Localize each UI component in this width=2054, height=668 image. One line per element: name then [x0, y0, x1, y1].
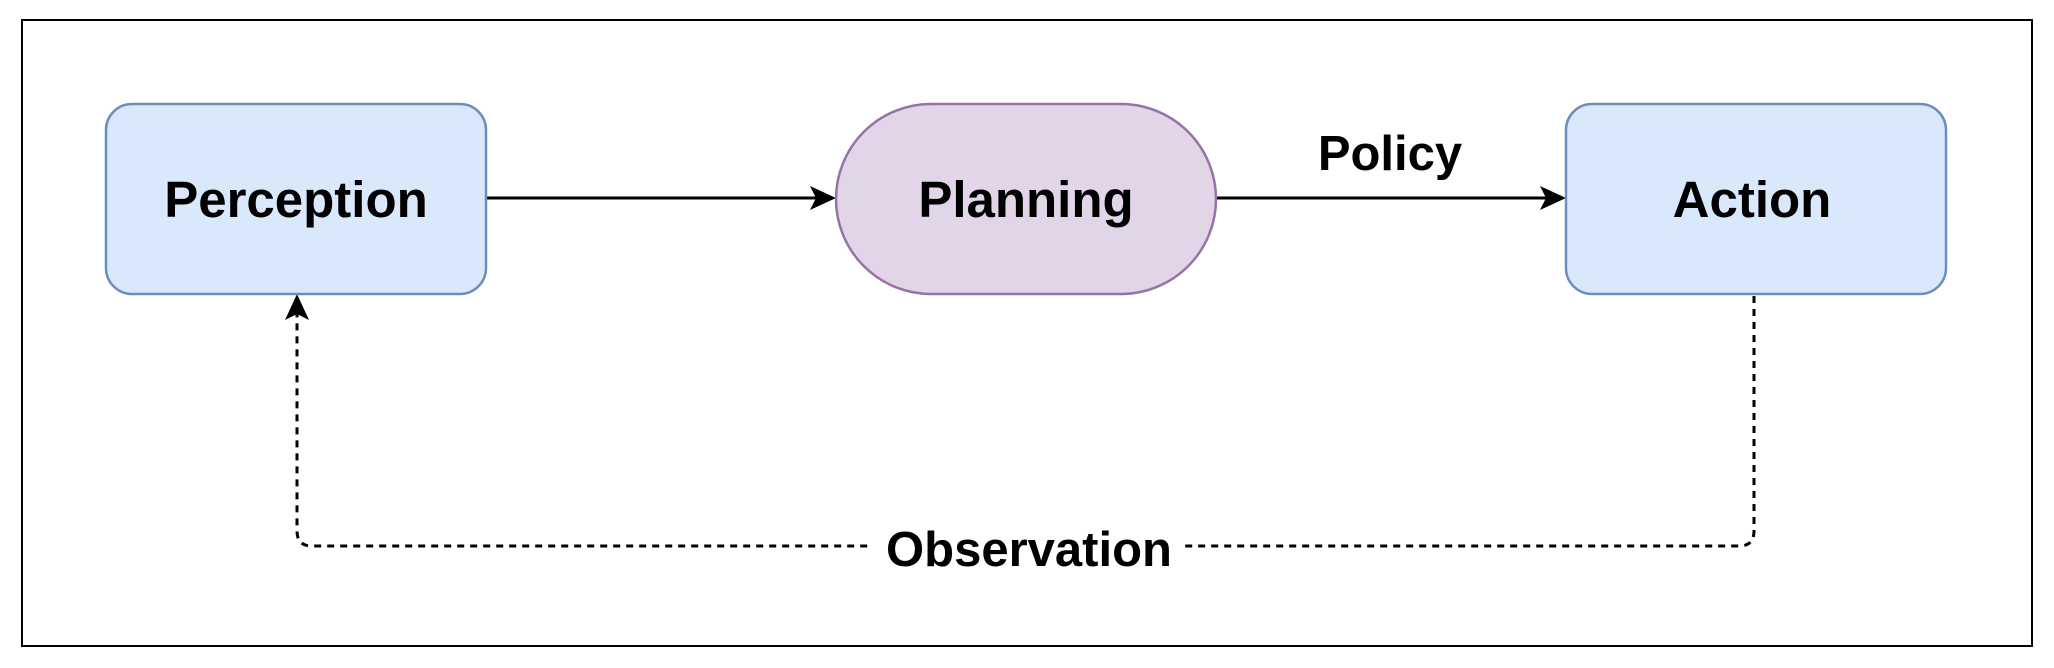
arrowhead-planning: [810, 186, 836, 210]
node-planning: Planning: [834, 102, 1218, 296]
node-label-action: Action: [1673, 171, 1832, 228]
edge-label-observation-background: [872, 518, 1184, 574]
node-action: Action: [1564, 102, 1948, 296]
arrowhead-action: [1540, 186, 1566, 210]
edge-label-policy: Policy: [1318, 127, 1462, 181]
edge-label-observation: Observation: [886, 523, 1172, 577]
edge-planning-to-action: [1216, 186, 1566, 210]
edge-action-to-perception: [285, 294, 1756, 548]
arrowhead-perception: [285, 294, 309, 320]
node-perception: Perception: [104, 102, 488, 296]
node-label-perception: Perception: [164, 171, 428, 228]
edge-perception-to-planning: [487, 186, 836, 210]
node-label-planning: Planning: [918, 171, 1133, 228]
